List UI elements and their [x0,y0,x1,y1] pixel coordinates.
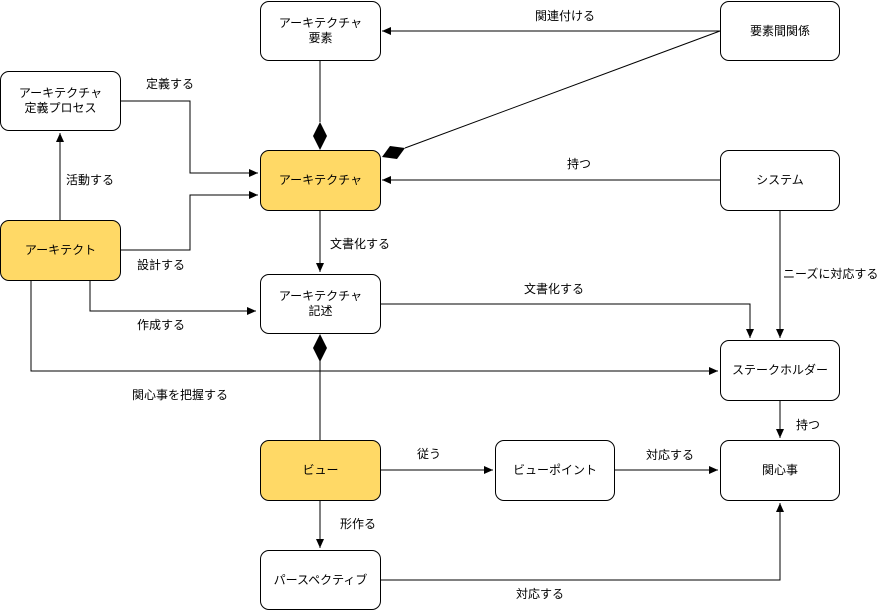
node-system[interactable]: システム [720,150,840,211]
label-define: 定義する [146,77,195,91]
composition-diamond-elements [313,122,327,150]
edge-create [89,281,256,315]
node-view[interactable]: ビュー [260,440,381,501]
node-perspective[interactable]: パースペクティブ [260,550,381,610]
label-grasp-concern: 関心事を把握する [132,388,229,402]
label-address-viewpoint: 対応する [646,448,695,462]
label-document-arch: 文書化する [330,237,391,251]
node-viewpoint[interactable]: ビューポイント [495,440,615,501]
label-form: 形作る [340,517,377,531]
label-activity: 活動する [66,173,115,187]
label-document-desc: 文書化する [524,282,585,296]
node-architecture[interactable]: アーキテクチャ [260,150,381,211]
node-architecture-elements[interactable]: アーキテクチャ 要素 [260,1,381,61]
edge-define [121,100,258,177]
edge-address-persp [381,503,784,581]
node-architect[interactable]: アーキテクト [0,220,121,281]
label-needs: ニーズに対応する [783,267,879,281]
label-relate: 関連付ける [535,9,596,23]
node-architecture-definition-process[interactable]: アーキテクチャ 定義プロセス [0,71,121,131]
edge-design [121,191,258,251]
composition-diamond-relationships [382,146,405,159]
label-address-perspective: 対応する [516,587,565,601]
edge-relationships-composition [404,30,721,149]
label-follow: 従う [417,447,442,461]
node-stakeholder[interactable]: ステークホルダー [720,340,840,401]
edge-document-desc [381,303,754,338]
label-create: 作成する [137,318,186,332]
label-have-system: 持つ [567,157,592,171]
node-architecture-description[interactable]: アーキテクチャ 記述 [260,274,381,334]
label-have-stakeholder: 持つ [796,418,821,432]
composition-diamond-view [313,334,327,362]
node-concern[interactable]: 関心事 [720,440,840,501]
node-element-relationships[interactable]: 要素間関係 [720,1,840,61]
label-design: 設計する [137,258,186,272]
edge-grasp-concern [30,281,718,375]
